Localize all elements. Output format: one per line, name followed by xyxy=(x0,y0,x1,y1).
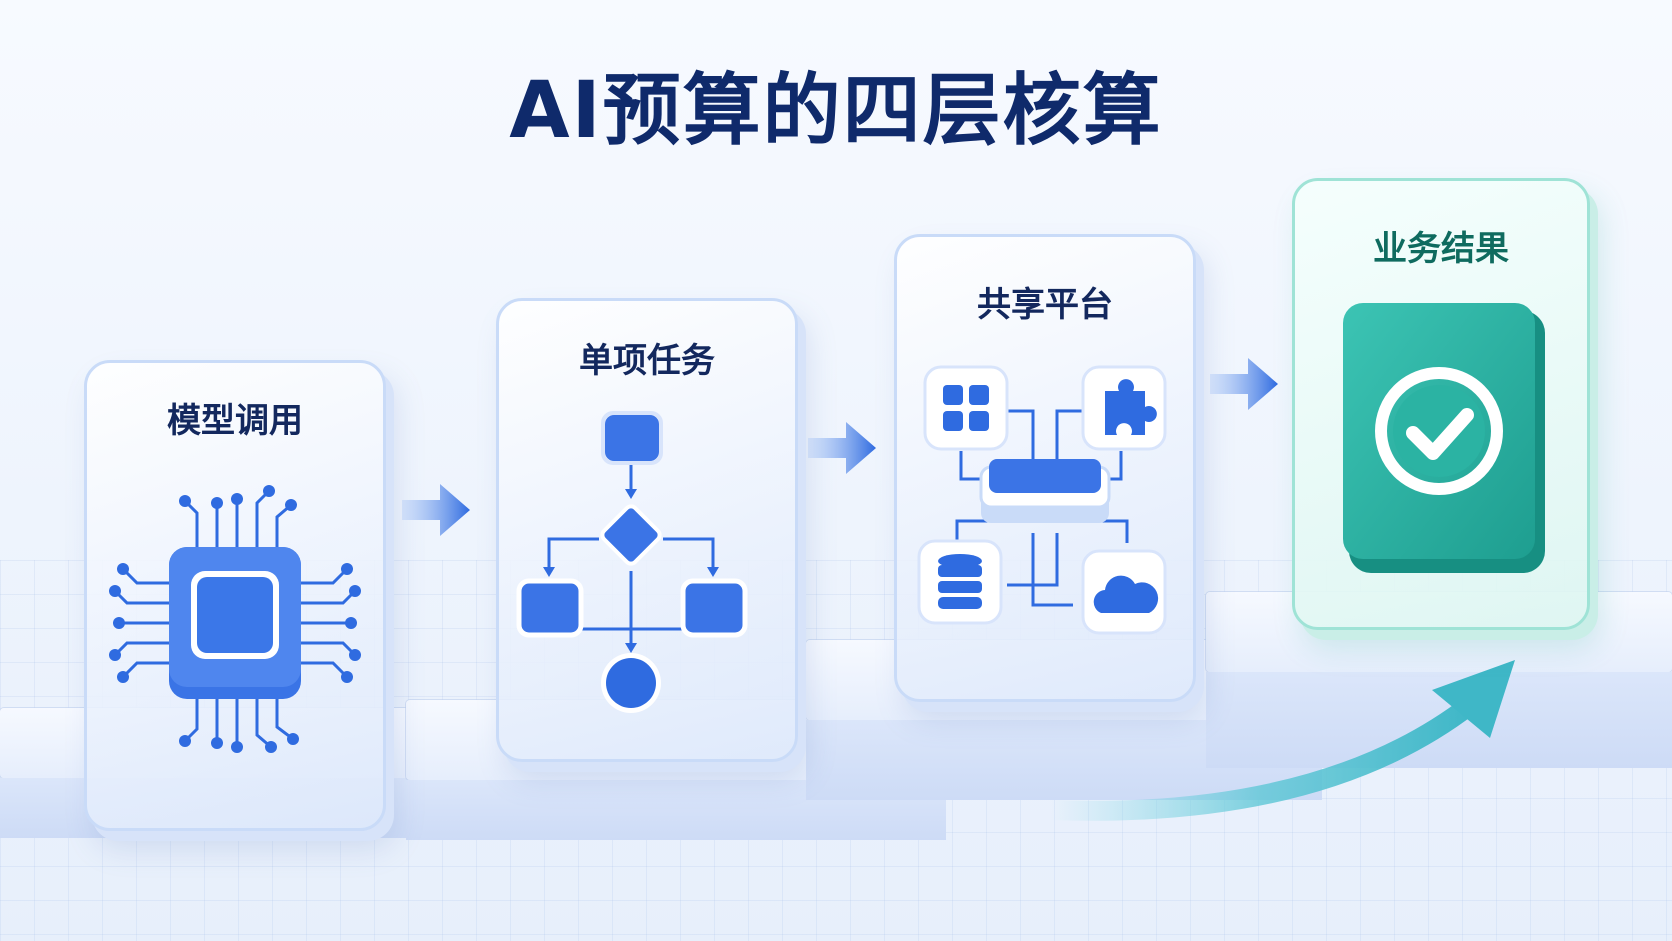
stage-label: 模型调用 xyxy=(167,401,303,441)
stage-card-single-task: 单项任务 xyxy=(496,298,798,762)
platform-hub-icon xyxy=(917,365,1167,635)
arrow-right-icon xyxy=(808,422,876,474)
page-title: AI预算的四层核算 xyxy=(509,66,1163,156)
cloud-icon xyxy=(1081,549,1167,635)
stage-card-shared-platform: 共享平台 xyxy=(894,234,1196,702)
flowchart-icon xyxy=(516,411,748,713)
grid-app-icon xyxy=(923,365,1009,451)
arrow-right-icon xyxy=(402,484,470,536)
stage-label: 业务结果 xyxy=(1373,229,1509,269)
stage-label: 单项任务 xyxy=(579,341,715,381)
chip-icon xyxy=(109,485,361,753)
central-server-icon xyxy=(979,459,1111,523)
stage-card-business-result: 业务结果 xyxy=(1292,178,1590,630)
stage-label: 共享平台 xyxy=(977,285,1113,325)
checkmark-badge-icon xyxy=(1343,303,1545,573)
database-icon xyxy=(917,539,1003,625)
puzzle-icon xyxy=(1081,365,1167,451)
stage-card-model-call: 模型调用 xyxy=(84,360,386,831)
pedestal-4 xyxy=(1206,592,1672,768)
arrow-right-icon xyxy=(1210,358,1278,410)
